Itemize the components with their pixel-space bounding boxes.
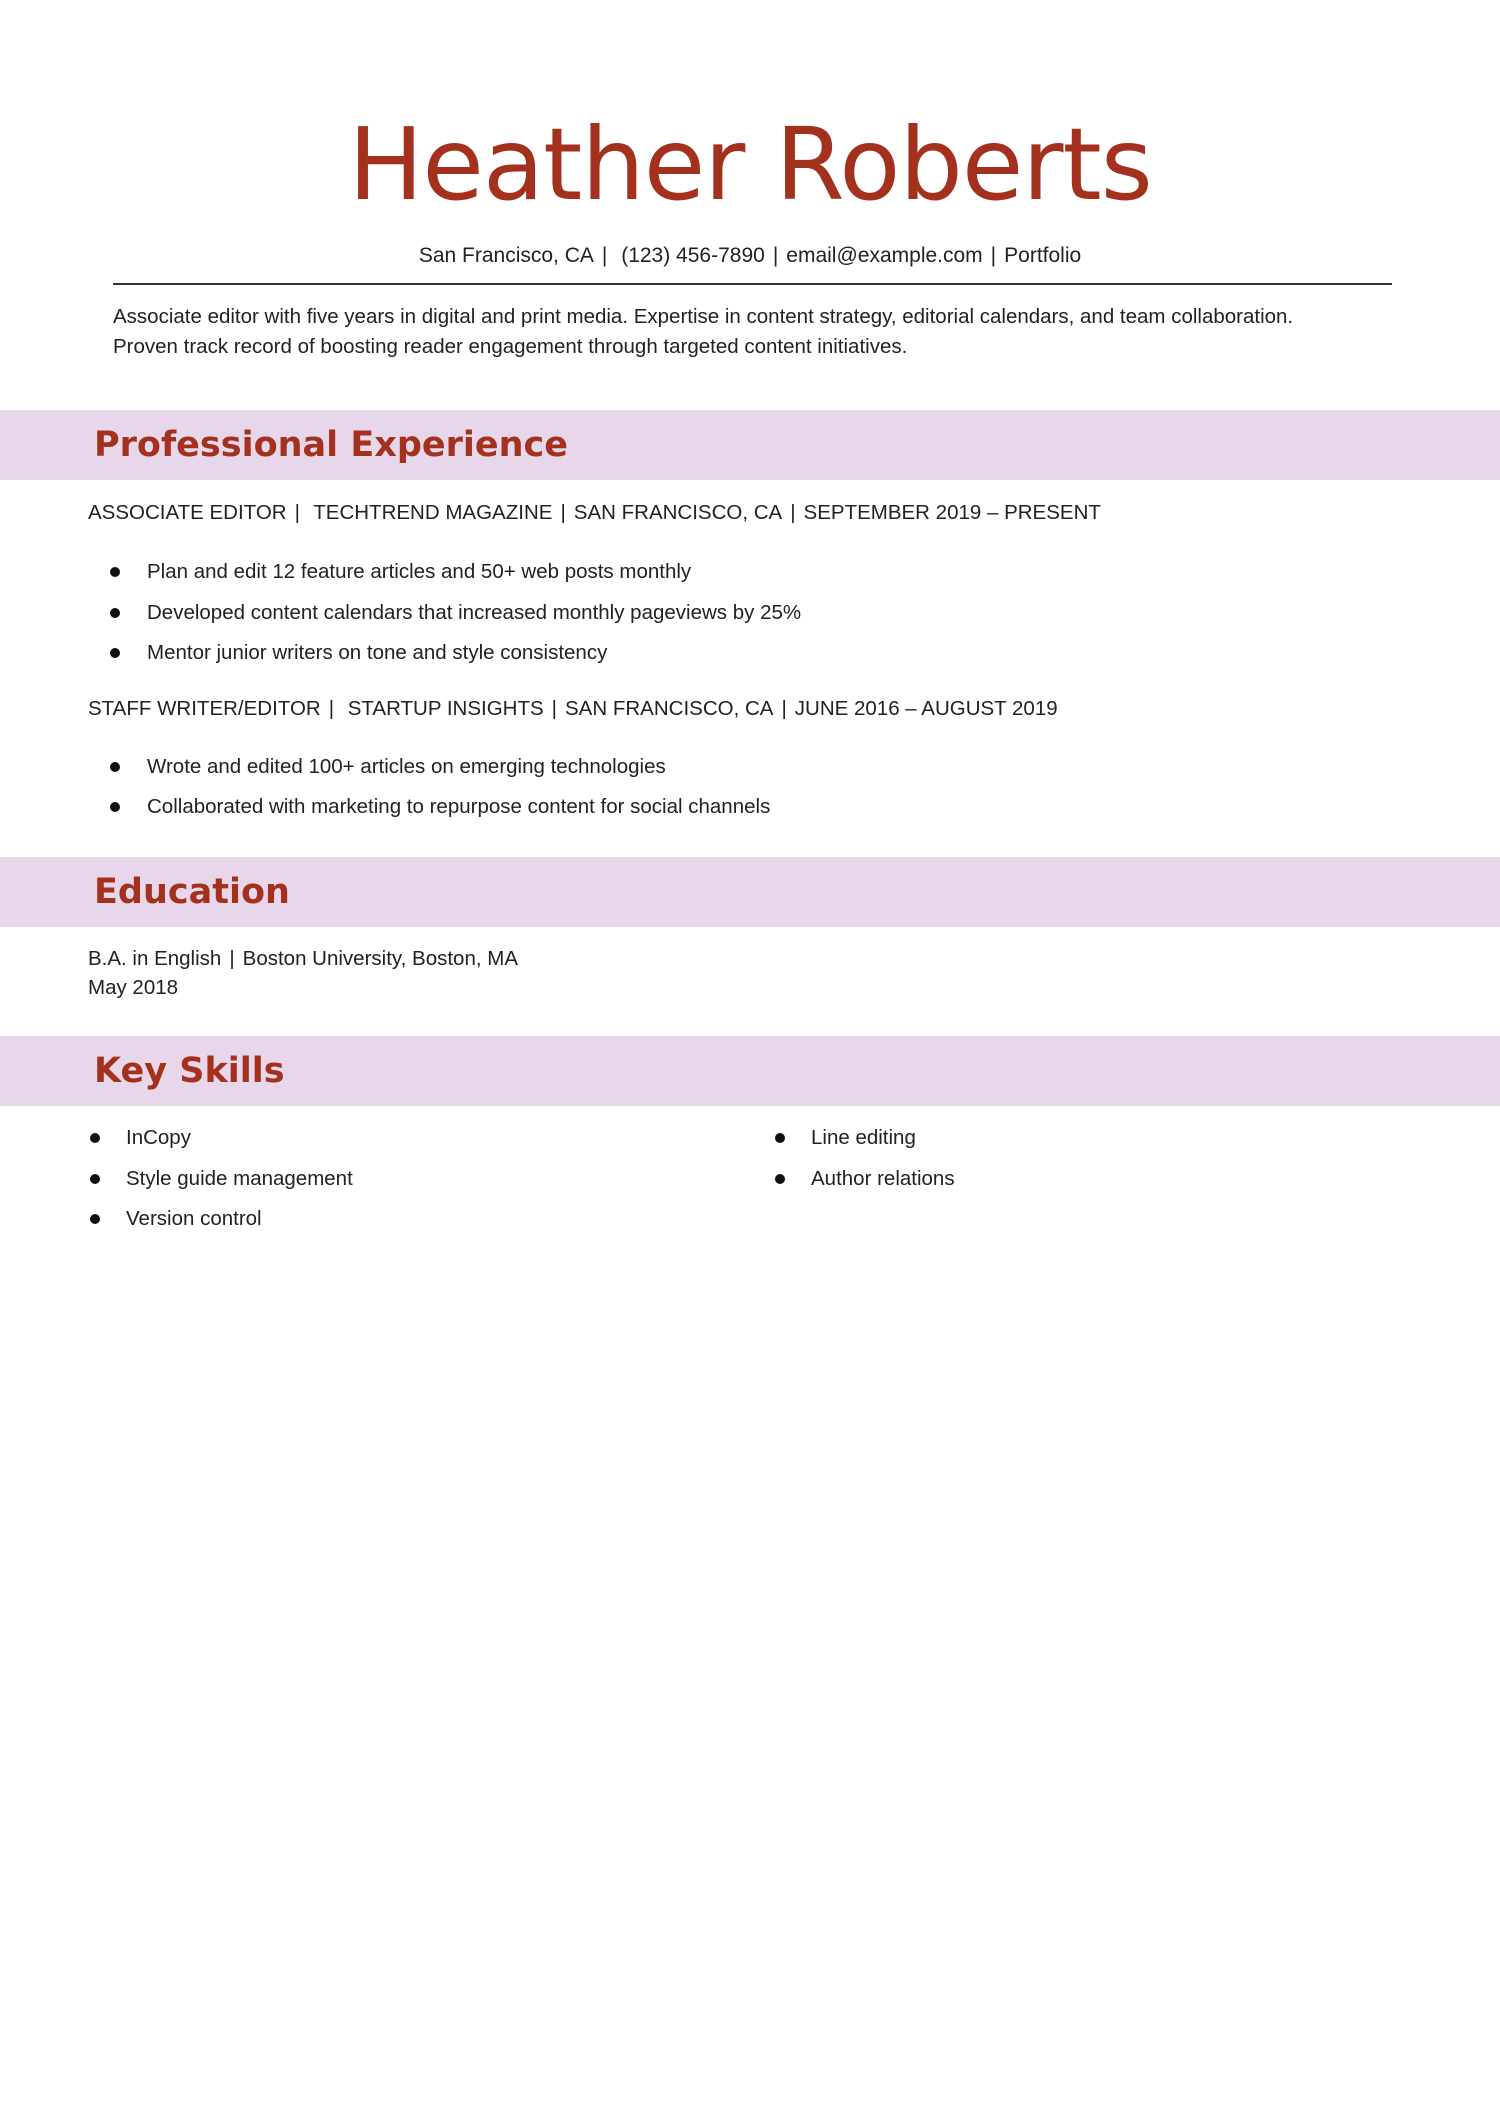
summary: Associate editor with five years in digi… xyxy=(113,302,1413,362)
skill-text: Line editing xyxy=(811,1126,916,1149)
education-degree: B.A. in English xyxy=(88,947,222,970)
portfolio-link[interactable]: Portfolio xyxy=(1004,244,1082,267)
section-title-skills: Key Skills xyxy=(94,1051,285,1091)
separator: | xyxy=(560,501,566,524)
bullet-dot xyxy=(110,762,120,772)
separator: | xyxy=(990,244,997,267)
bullet-text: Developed content calendars that increas… xyxy=(147,601,802,624)
section-title-education: Education xyxy=(94,872,290,912)
section-header-education: Education xyxy=(0,857,1500,927)
bullet-dot xyxy=(775,1133,785,1143)
bullet-dot xyxy=(110,648,120,658)
bullet-dot xyxy=(110,608,120,618)
separator: | xyxy=(229,947,235,970)
candidate-name: Heather Roberts xyxy=(348,106,1153,223)
separator: | xyxy=(328,697,335,720)
bullet-text: Mentor junior writers on tone and style … xyxy=(147,641,608,664)
bullet-text: Plan and edit 12 feature articles and 50… xyxy=(147,560,692,583)
job-location: SAN FRANCISCO, CA xyxy=(573,501,783,524)
job-role: ASSOCIATE EDITOR xyxy=(88,501,287,524)
bullet-dot xyxy=(90,1174,100,1184)
job-company: STARTUP INSIGHTS xyxy=(347,697,544,720)
job-title-line: STAFF WRITER/EDITOR | STARTUP INSIGHTS | SA… xyxy=(88,694,1058,724)
bullet-dot xyxy=(90,1214,100,1224)
skill-text: InCopy xyxy=(126,1126,191,1149)
skill-text: Version control xyxy=(126,1207,262,1230)
separator: | xyxy=(601,244,608,267)
job-company: TECHTREND MAGAZINE xyxy=(313,501,553,524)
bullet-dot xyxy=(775,1174,785,1184)
separator: | xyxy=(790,501,796,524)
skill-text: Author relations xyxy=(811,1167,955,1190)
separator: | xyxy=(551,697,557,720)
bullet-text: Collaborated with marketing to repurpose… xyxy=(147,795,771,818)
contact-location: San Francisco, CA xyxy=(418,244,594,267)
section-header-skills: Key Skills xyxy=(0,1036,1500,1106)
job-dates: JUNE 2016 – AUGUST 2019 xyxy=(794,697,1058,720)
bullet-dot xyxy=(110,567,120,577)
separator: | xyxy=(772,244,779,267)
job-location: SAN FRANCISCO, CA xyxy=(565,697,774,720)
bullet-dot xyxy=(90,1133,100,1143)
summary-line: Associate editor with five years in digi… xyxy=(113,305,1294,328)
job-dates: SEPTEMBER 2019 – PRESENT xyxy=(803,501,1101,524)
education-school: Boston University, Boston, MA xyxy=(242,947,518,970)
bullet-text: Wrote and edited 100+ articles on emergi… xyxy=(147,755,666,778)
contact-email[interactable]: email@example.com xyxy=(786,244,983,267)
skill-text: Style guide management xyxy=(126,1167,353,1190)
contact-line: San Francisco, CA | (123) 456-7890 | email@… xyxy=(0,241,1500,271)
section-header-experience: Professional Experience xyxy=(0,410,1500,480)
separator: | xyxy=(294,501,300,524)
section-title-experience: Professional Experience xyxy=(94,425,569,465)
education-degree-line: B.A. in English | Boston University, Bosto… xyxy=(88,944,518,974)
separator: | xyxy=(781,697,787,720)
job-role: STAFF WRITER/EDITOR xyxy=(88,697,321,720)
job-title-line: ASSOCIATE EDITOR | TECHTREND MAGAZINE | SAN… xyxy=(88,498,1101,528)
contact-phone[interactable]: (123) 456-7890 xyxy=(621,244,765,267)
bullet-dot xyxy=(110,802,120,812)
education-date: May 2018 xyxy=(88,976,179,999)
summary-line: Proven track record of boosting reader e… xyxy=(113,335,908,358)
header-divider xyxy=(113,283,1392,285)
